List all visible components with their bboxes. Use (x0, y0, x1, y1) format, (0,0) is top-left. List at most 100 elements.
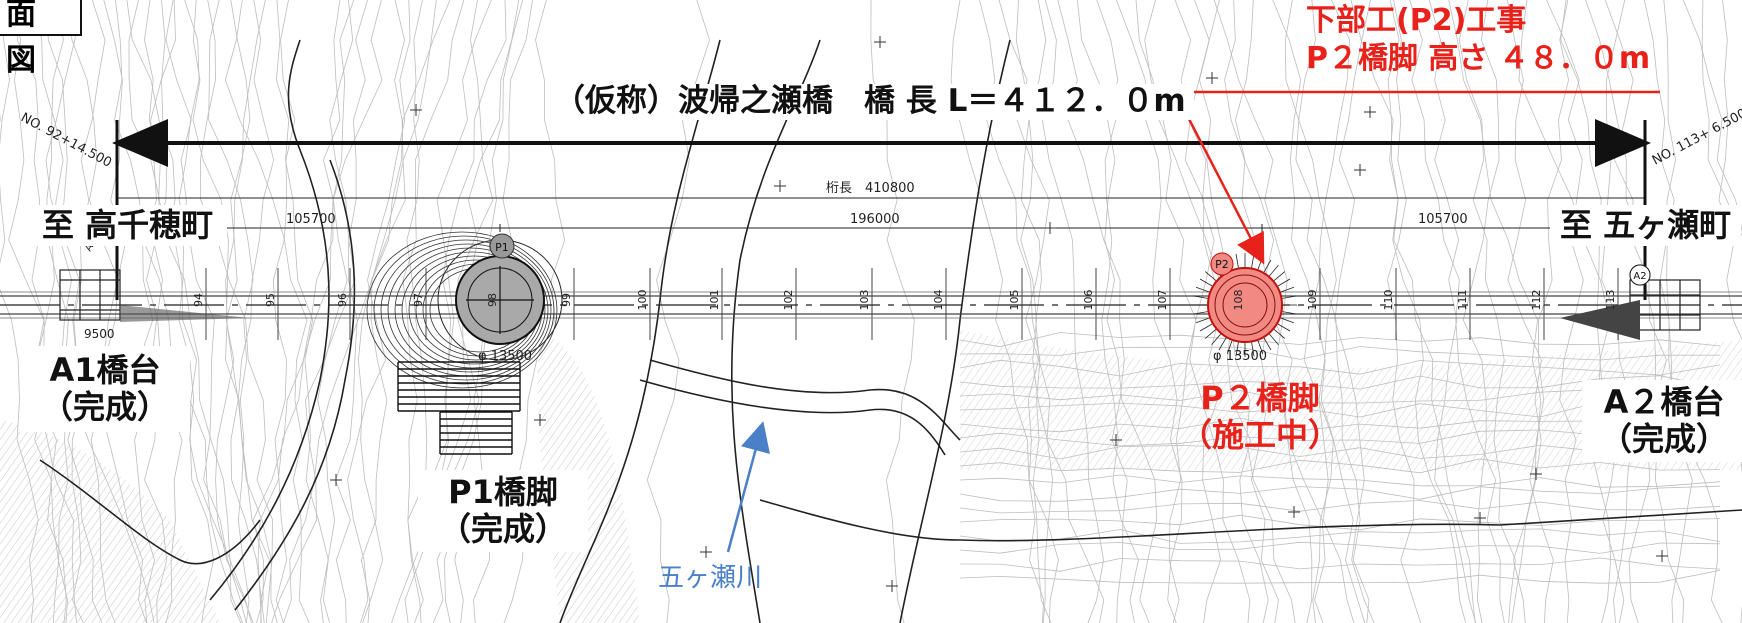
station-grid (205, 268, 1619, 340)
contour-line (126, 0, 252, 623)
span-center: 196000 (850, 212, 900, 227)
a1-approach-wedge (120, 305, 250, 322)
span-left: 105700 (286, 212, 336, 227)
pier-p1-marker (489, 233, 515, 259)
contour-line (1682, 0, 1742, 623)
p2-footing-tick (1280, 286, 1295, 293)
p2-footing-tick (1251, 253, 1255, 268)
p2-footing-tick (1193, 295, 1208, 299)
contour-line (959, 500, 1721, 514)
p2-footing-tick (1280, 317, 1295, 324)
p1-footing-ring (394, 247, 546, 373)
a1-label-line2: （完成） (40, 387, 169, 426)
contour-line (225, 0, 278, 623)
pier-p1-marker-text: P1 (495, 241, 509, 254)
dimension-lines (117, 190, 1646, 300)
work-title-line1: 下部工(P2)工事 (1306, 3, 1527, 38)
slope-hatch-right (960, 330, 1742, 470)
contour-line (959, 474, 1721, 488)
span-right: 105700 (1418, 212, 1468, 227)
station-number: 103 (858, 290, 871, 311)
a1-dimension: 9500 (84, 327, 115, 341)
p1-access-stairs (397, 361, 521, 455)
p1-label: P1橋脚 （完成） (418, 470, 588, 552)
p2-footing-tick (1251, 342, 1255, 357)
contour-line (1585, 0, 1657, 623)
contour-line (360, 0, 451, 623)
contour-line (1718, 0, 1742, 341)
station-number: 113 (1604, 290, 1617, 311)
p1-diameter: φ 13500 (478, 349, 532, 364)
abutment-a1 (59, 269, 121, 321)
a2-label: A２橋台 （完成） (1582, 380, 1742, 462)
bridge-title: （仮称）波帰之瀬橋 橋 長 L＝４１２．０m (546, 83, 1194, 120)
a1-label-line1: A1橋台 (49, 351, 161, 389)
p2-footing-tick (1273, 329, 1286, 339)
station-number: 95 (264, 293, 277, 307)
abutment-a2-marker (1629, 264, 1651, 286)
p2-leader-arrow-down (1173, 91, 1265, 265)
p1-label-line1: P1橋脚 (448, 473, 558, 511)
contour-line (224, 0, 310, 623)
contour-line (959, 557, 1721, 572)
p2-footing-tick (1263, 259, 1272, 273)
contour-line (272, 0, 296, 623)
contour-line (1462, 0, 1500, 623)
p2-footing-tick (1269, 333, 1279, 346)
p2-footing-tick (1211, 333, 1221, 346)
contour-line (282, 0, 437, 623)
p2-footing-tick (1193, 311, 1208, 315)
contour-line (1387, 0, 1422, 623)
direction-takachiho: 至 高千穂町 (28, 205, 228, 246)
contour-line (1409, 0, 1505, 623)
river-label: 五ヶ瀬川 (658, 563, 763, 593)
station-number: 104 (932, 290, 945, 311)
contour-line (271, 0, 368, 623)
contour-line (959, 485, 1721, 502)
contour-line (347, 0, 411, 623)
work-title-line2: P２橋脚 高さ ４８．０m (1306, 41, 1651, 76)
contour-line (959, 332, 1721, 348)
girder-length: 桁長 410800 (826, 181, 915, 196)
contour-line (1387, 0, 1467, 623)
p2-footing-tick (1257, 340, 1264, 355)
contour-line (1272, 0, 1366, 623)
contour-line (959, 514, 1721, 531)
contour-line (1448, 0, 1554, 623)
contour-line (402, 0, 465, 623)
station-number: 99 (560, 293, 573, 307)
contour-line (1458, 0, 1516, 623)
p2-footing-tick (1195, 317, 1210, 324)
direction-gokase: 至 五ヶ瀬町 (1550, 205, 1742, 246)
p2-label-line1: P２橋脚 (1200, 379, 1320, 417)
contour-line (959, 541, 1721, 554)
pier-p2-marker (1210, 252, 1234, 276)
pier-p2-marker-text: P2 (1215, 258, 1229, 271)
station-number: 97 (412, 293, 425, 307)
contour-line (215, 0, 254, 623)
contour-line (357, 0, 406, 623)
drawing-title-fragment: 面 図 (0, 0, 82, 78)
contour-line (199, 0, 274, 623)
contour-line (1213, 0, 1313, 623)
station-number: 106 (1082, 290, 1095, 311)
station-number: 102 (782, 290, 795, 311)
p2-footing-tick (1204, 329, 1217, 339)
contour-line (252, 0, 355, 623)
contour-line (959, 528, 1721, 544)
p2-footing-tick (1235, 342, 1239, 357)
station-number: 94 (192, 293, 205, 307)
p2-footing-tick (1282, 311, 1297, 315)
slope-hatch-left (0, 420, 220, 623)
contour-line (275, 0, 331, 623)
station-number: 111 (1456, 290, 1469, 311)
contour-line (1298, 0, 1337, 623)
a2-approach-wedge (1560, 300, 1640, 340)
p2-footing-tick (1199, 323, 1213, 332)
terrain-major-lines (39, 39, 1742, 623)
contour-line (1701, 0, 1742, 237)
bridge-deck (0, 291, 1742, 319)
contour-line (1659, 0, 1693, 623)
abutment-a2-marker-text: A2 (1633, 271, 1646, 282)
contour-line (1284, 0, 1370, 623)
